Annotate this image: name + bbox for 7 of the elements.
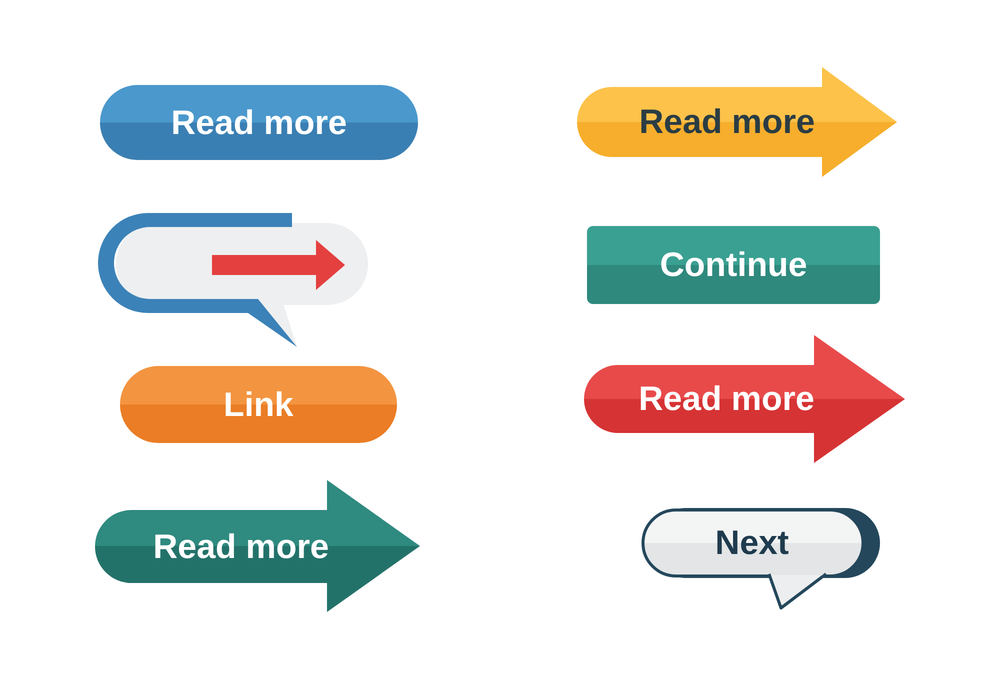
rectangular-button: Continue <box>587 226 880 304</box>
pill-button: Read more <box>100 85 418 160</box>
pill-button: Link <box>120 366 397 443</box>
speech-bubble-drawing <box>98 213 368 347</box>
arrow-shaped-button: Read more <box>584 335 905 463</box>
arrow-shaped-button: Read more <box>577 67 897 177</box>
arrow-shaped-button: Read more <box>95 480 420 612</box>
